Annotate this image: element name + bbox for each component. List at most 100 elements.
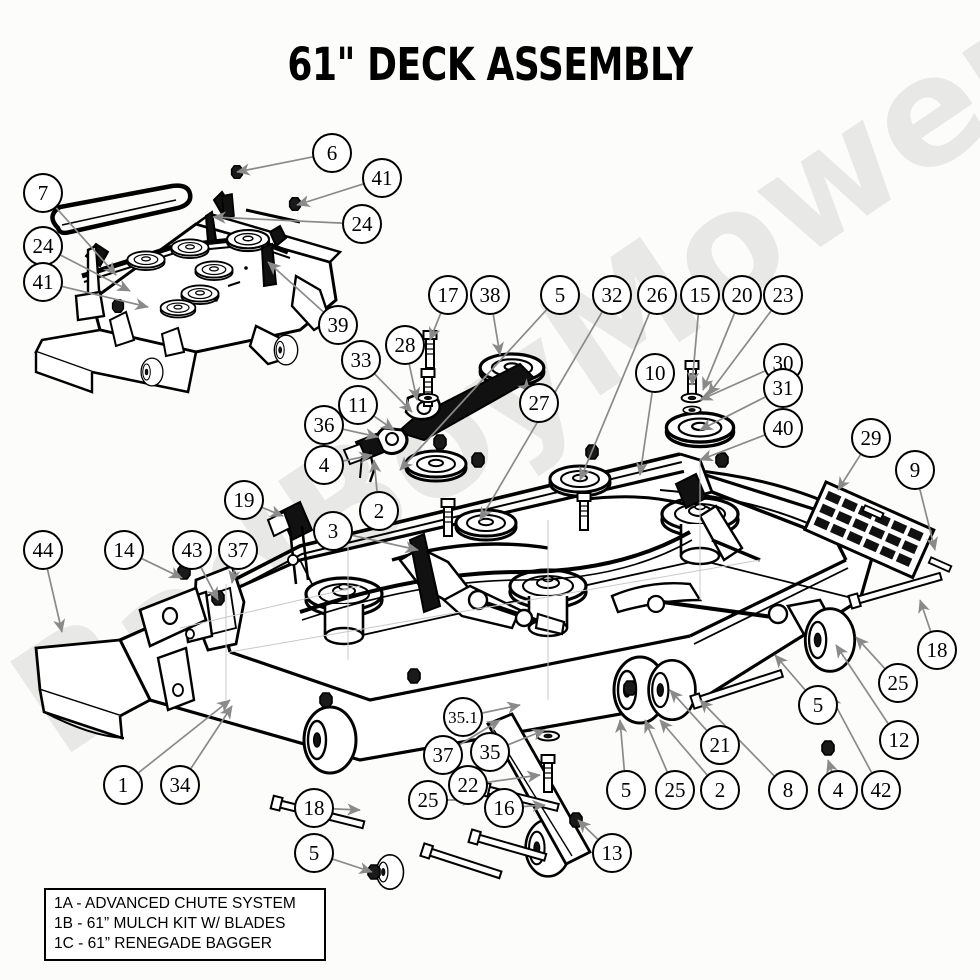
callout-38[interactable]: 38 [470,275,510,315]
callout-4[interactable]: 4 [304,445,344,485]
leader-line-6 [236,156,313,176]
leader-line-1 [138,699,231,774]
leader-line-5 [399,309,548,471]
leader-line-23 [707,310,772,396]
callout-37[interactable]: 37 [218,530,258,570]
callout-7[interactable]: 7 [23,173,63,213]
callout-13[interactable]: 13 [592,833,632,873]
callout-41[interactable]: 41 [23,262,63,302]
callout-8[interactable]: 8 [768,770,808,810]
callout-18[interactable]: 18 [294,788,334,828]
callout-40[interactable]: 40 [763,408,803,448]
callout-34[interactable]: 34 [160,765,200,805]
callout-23[interactable]: 23 [763,275,803,315]
callout-27[interactable]: 27 [519,383,559,423]
inset-deck-assembly [34,164,343,394]
callout-5[interactable]: 5 [798,685,838,725]
callout-22[interactable]: 22 [448,765,488,805]
callout-25[interactable]: 25 [878,663,918,703]
callout-36[interactable]: 36 [304,405,344,445]
main-deck-assembly [34,330,953,890]
leader-line-18 [333,803,361,816]
callout-5[interactable]: 5 [294,833,334,873]
leader-line-44 [46,569,66,633]
page-title: 61" DECK ASSEMBLY [287,38,693,91]
leader-line-26 [579,313,651,481]
callout-25[interactable]: 25 [408,780,448,820]
callout-41[interactable]: 41 [362,158,402,198]
callout-4[interactable]: 4 [818,770,858,810]
leader-line-41 [62,285,149,310]
callout-21[interactable]: 21 [700,725,740,765]
callout-12[interactable]: 12 [879,720,919,760]
callout-3[interactable]: 3 [313,511,353,551]
leader-line-37 [459,719,501,746]
callout-16[interactable]: 16 [484,788,524,828]
callout-6[interactable]: 6 [312,133,352,173]
leader-line-30 [699,370,766,401]
callout-29[interactable]: 29 [851,418,891,458]
callout-2[interactable]: 2 [359,491,399,531]
callout-11[interactable]: 11 [338,385,378,425]
leader-line-25 [644,719,668,772]
leader-line-25 [855,636,886,669]
callout-5[interactable]: 5 [540,275,580,315]
leader-line-35-1 [482,701,521,714]
leader-line-24 [212,211,343,224]
leader-line-29 [837,454,862,491]
legend-line-1a: 1A - ADVANCED CHUTE SYSTEM [54,895,296,912]
callout-44[interactable]: 44 [23,530,63,570]
legend-box: 1A - ADVANCED CHUTE SYSTEM 1B - 61” MULC… [44,888,326,962]
callout-18[interactable]: 18 [917,630,957,670]
leader-line-16 [523,799,546,813]
callout-35[interactable]: 35 [470,732,510,772]
leader-line-13 [577,819,599,840]
leader-line-5 [614,719,628,771]
leader-line-17 [429,313,442,341]
leader-line-9 [919,489,938,551]
callout-43[interactable]: 43 [172,530,212,570]
leader-line-18 [918,599,932,632]
callout-9[interactable]: 9 [895,450,935,490]
callout-33[interactable]: 33 [341,340,381,380]
callout-42[interactable]: 42 [861,770,901,810]
callout-28[interactable]: 28 [385,325,425,365]
callout-24[interactable]: 24 [342,204,382,244]
callout-1[interactable]: 1 [103,765,143,805]
leader-line-4 [343,451,373,464]
callout-17[interactable]: 17 [428,275,468,315]
leader-line-33 [374,373,413,413]
leader-line-37 [228,569,241,584]
callout-25[interactable]: 25 [655,770,695,810]
callout-20[interactable]: 20 [722,275,762,315]
callout-32[interactable]: 32 [592,275,632,315]
leader-line-35 [508,729,546,746]
callout-10[interactable]: 10 [635,353,675,393]
leader-line-41 [296,183,364,207]
leader-line-28 [408,364,421,401]
legend-line-1c: 1C - 61” RENEGADE BAGGER [54,935,272,953]
callout-5[interactable]: 5 [606,770,646,810]
callout-15[interactable]: 15 [680,275,720,315]
callout-19[interactable]: 19 [224,480,264,520]
leader-line-5 [332,858,373,874]
callout-26[interactable]: 26 [637,275,677,315]
callout-24[interactable]: 24 [23,226,63,266]
leader-line-7 [55,207,117,276]
callout-39[interactable]: 39 [318,305,358,345]
callout-2[interactable]: 2 [700,770,740,810]
legend-line-1b: 1B - 61” MULCH KIT W/ BLADES [54,915,286,933]
callout-14[interactable]: 14 [104,530,144,570]
callout-35-1[interactable]: 35.1 [443,697,483,737]
leader-line-19 [262,505,284,517]
leader-line-43 [200,567,219,601]
callout-31[interactable]: 31 [763,368,803,408]
leader-line-22 [487,770,541,784]
leader-line-31 [699,396,766,431]
leader-line-11 [373,415,395,431]
leader-line-40 [699,434,765,462]
leader-line-2 [659,719,708,776]
leader-line-5 [774,654,806,691]
